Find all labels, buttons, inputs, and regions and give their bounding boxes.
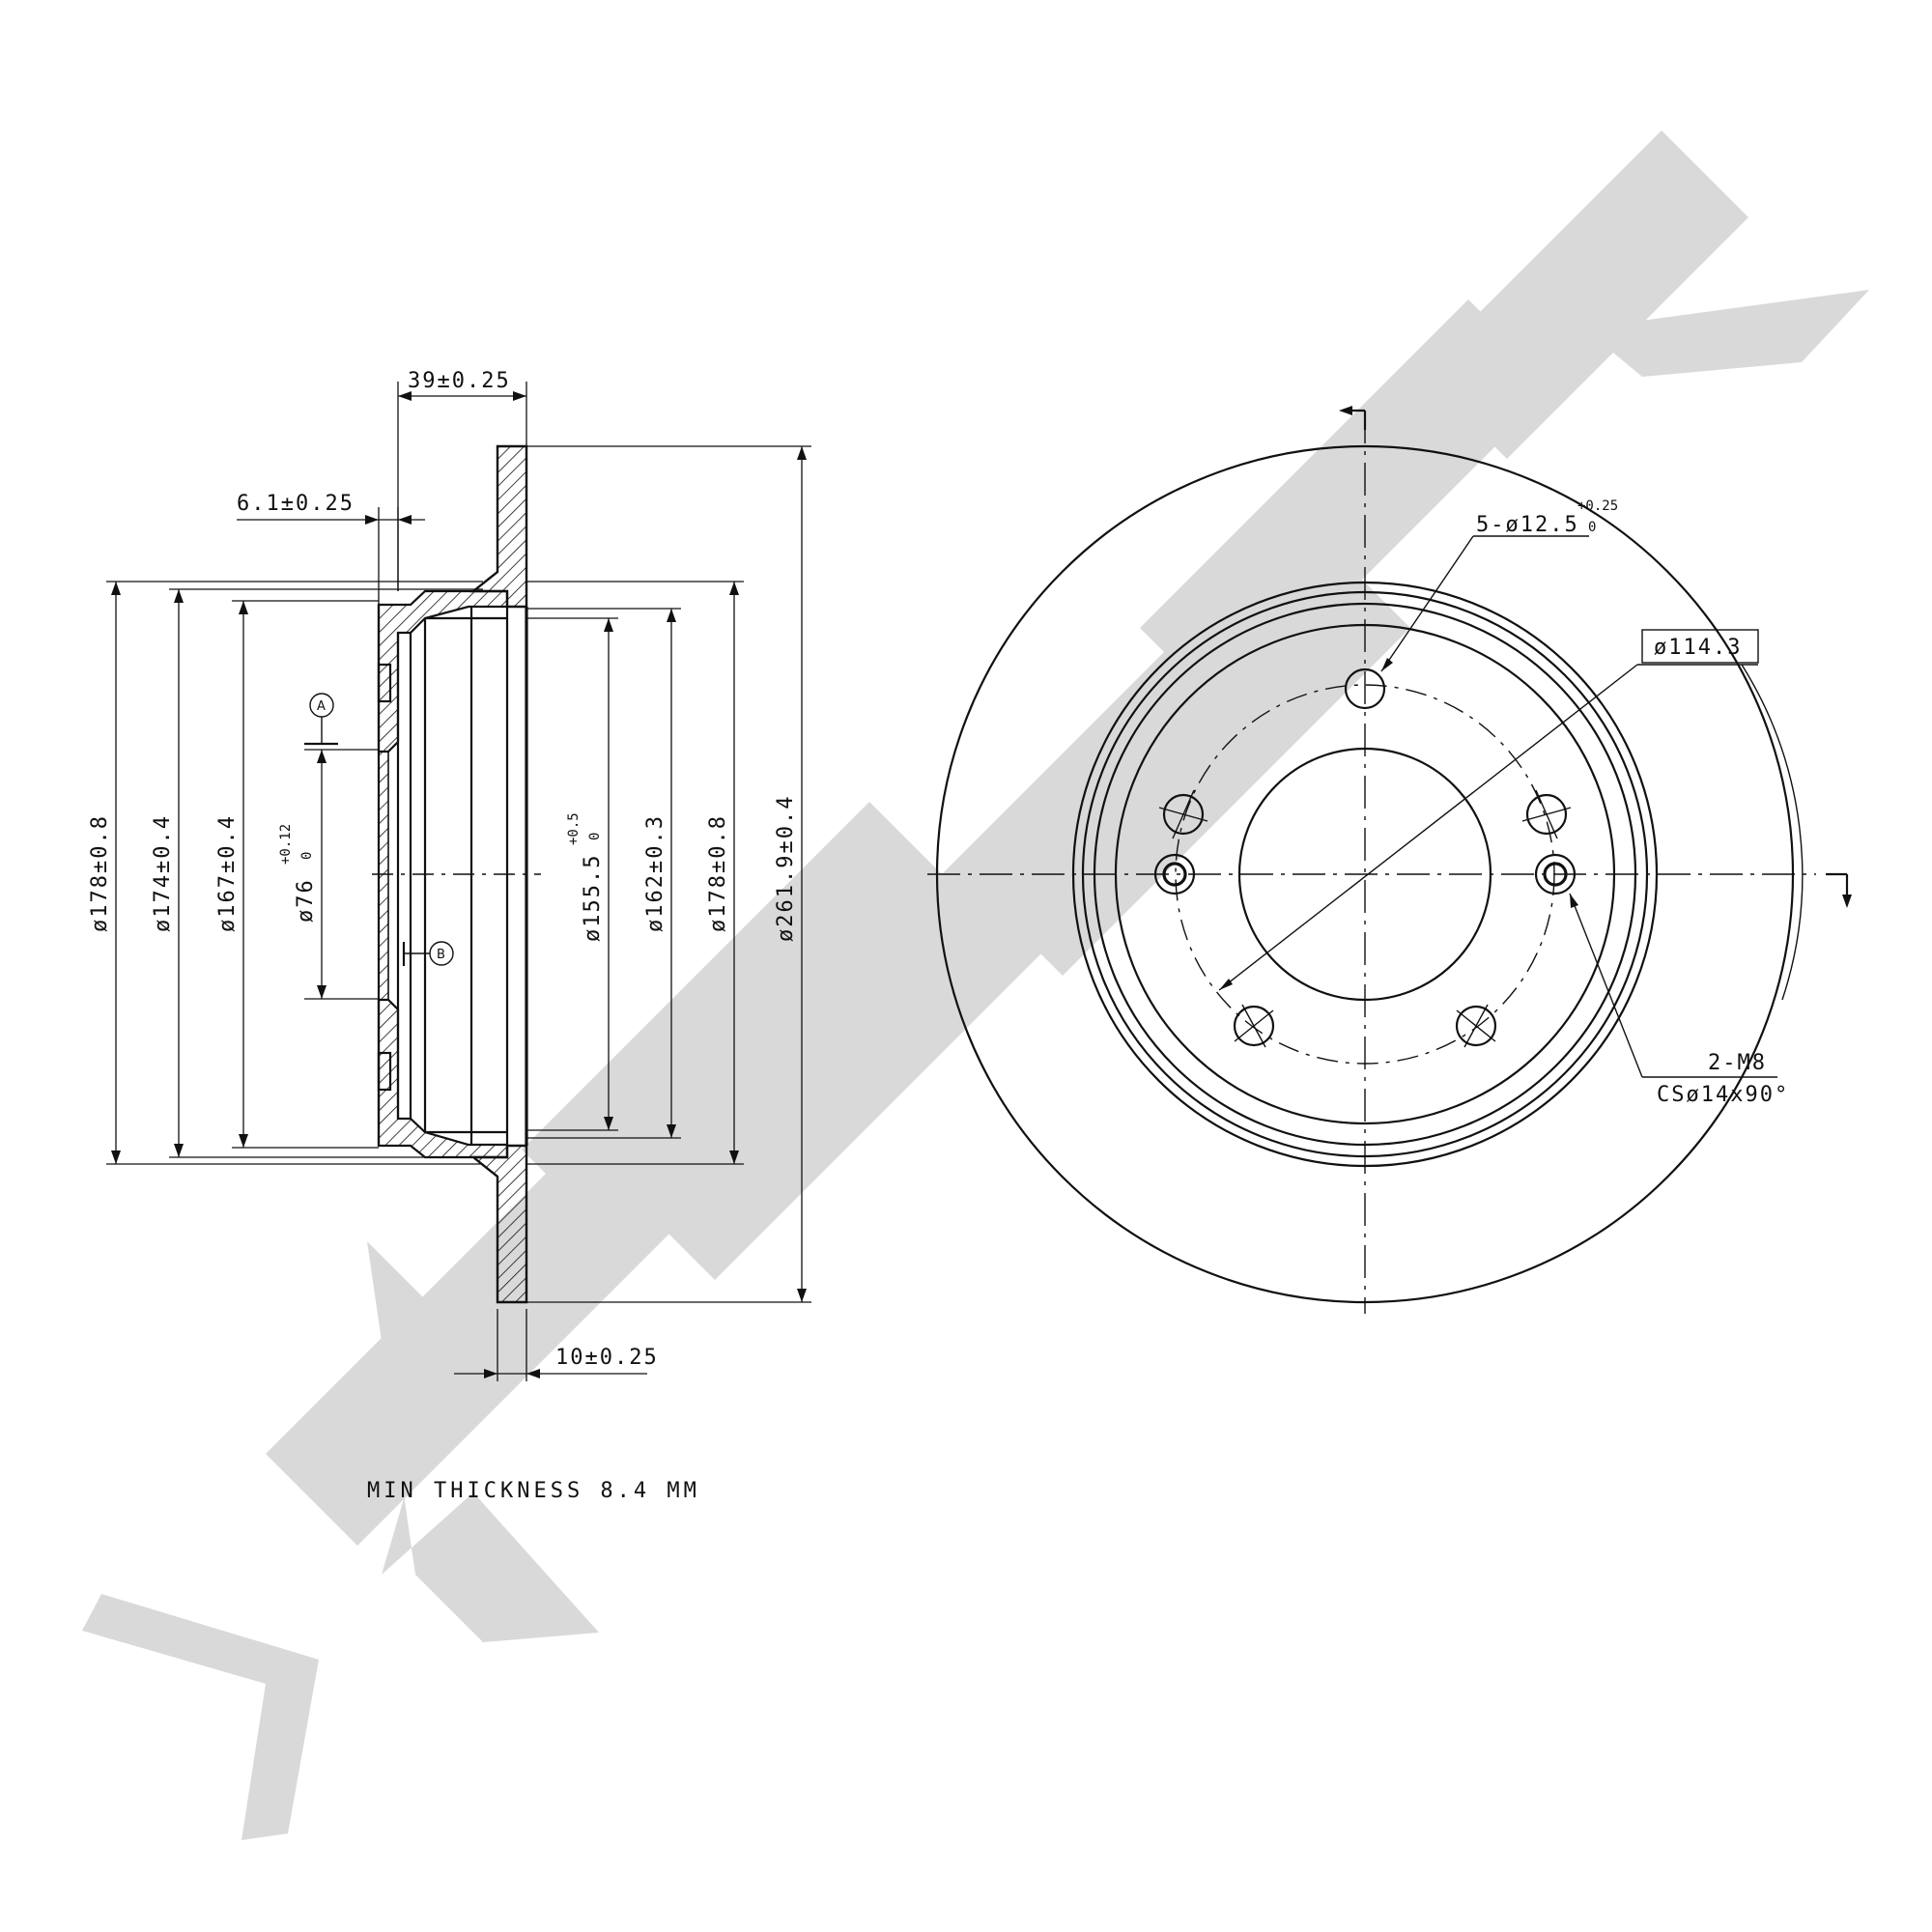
dim-dia-155-5: ø155.5 +0.5 0 <box>566 618 613 1130</box>
bolt-hole <box>1233 1005 1275 1047</box>
bolt-hole-callout: 5-ø12.5 +0.25 0 <box>1380 498 1618 672</box>
dim-155-5-label: ø155.5 <box>581 854 605 942</box>
dim-10-label: 10±0.25 <box>555 1346 659 1370</box>
min-thickness-note: MIN THICKNESS 8.4 MM <box>367 1479 700 1503</box>
dim-155-5-tol-lower: 0 <box>587 833 603 840</box>
dim-155-5-tol-upper: +0.5 <box>566 812 582 845</box>
datum-a: A <box>304 693 338 746</box>
dim-178-inner-label: ø178±0.8 <box>706 814 730 932</box>
disc-ring-upper <box>469 444 528 609</box>
bolt-holes-label: 5-ø12.5 <box>1476 513 1579 537</box>
dim-39-label: 39±0.25 <box>408 369 511 393</box>
dim-dia-167: ø167±0.4 <box>215 601 248 1148</box>
bolt-hole <box>1455 1005 1497 1047</box>
pcd-label: ø114.3 <box>1654 636 1742 660</box>
thread-callout: 2-M8 CSø14x90° <box>1569 893 1789 1107</box>
section-marker-right <box>1826 872 1852 908</box>
dim-261-9-label: ø261.9±0.4 <box>774 795 798 942</box>
bolt-hole <box>1162 793 1205 836</box>
hub-face <box>378 751 389 1001</box>
section-marker-top <box>1339 406 1367 430</box>
hat-upper <box>377 589 509 753</box>
dim-dia-178-outer: ø178±0.8 <box>88 582 121 1164</box>
countersink-label: CSø14x90° <box>1657 1083 1789 1107</box>
dim-disc-thickness: 10±0.25 <box>454 1309 659 1381</box>
dim-dia-178-inner: ø178±0.8 <box>706 582 739 1164</box>
watermark-logo <box>82 130 1869 1840</box>
datum-a-label: A <box>317 699 326 714</box>
dim-162-label: ø162±0.3 <box>643 814 668 932</box>
dim-178-outer-label: ø178±0.8 <box>88 814 112 932</box>
dim-76-label: ø76 <box>294 878 318 923</box>
dim-dia-261-9: ø261.9±0.4 <box>774 446 807 1302</box>
front-view: 5-ø12.5 +0.25 0 ø114.3 2-M8 CSø14x90° <box>927 406 1852 1314</box>
datum-b-label: B <box>437 948 445 962</box>
datum-b: B <box>402 941 454 966</box>
dim-76-tol-lower: 0 <box>299 852 315 860</box>
pcd-leader-arc <box>1741 664 1804 1001</box>
dim-6-1-label: 6.1±0.25 <box>237 492 355 516</box>
dim-overall-height: 39±0.25 <box>397 369 527 591</box>
dim-76-tol-upper: +0.12 <box>278 824 294 865</box>
bolt-hole <box>1525 793 1568 836</box>
section-view: 39±0.25 6.1±0.25 10±0.25 <box>88 369 811 1503</box>
pcd-callout: ø114.3 <box>1218 629 1804 1001</box>
dim-dia-174: ø174±0.4 <box>151 589 184 1157</box>
dim-174-label: ø174±0.4 <box>151 814 175 932</box>
dim-dia-162: ø162±0.3 <box>643 609 676 1138</box>
bolt-holes <box>1158 668 1572 1048</box>
thread-label: 2-M8 <box>1708 1051 1767 1075</box>
bolt-hole <box>1344 668 1386 710</box>
dim-hub-flange: 6.1±0.25 <box>237 492 425 605</box>
bolt-holes-tol-lower: 0 <box>1588 520 1596 535</box>
bolt-holes-tol-upper: +0.25 <box>1577 498 1618 514</box>
dim-167-label: ø167±0.4 <box>215 814 240 932</box>
dim-dia-76: ø76 +0.12 0 <box>278 750 327 999</box>
